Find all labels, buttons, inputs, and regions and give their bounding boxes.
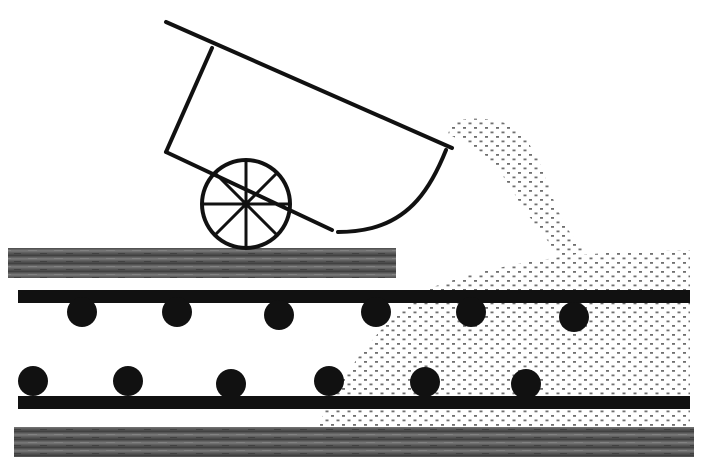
- falling-fill-stream: [448, 118, 585, 258]
- wheel-icon: [200, 158, 292, 250]
- lower-beam: [18, 396, 690, 409]
- upper-beam: [18, 290, 690, 303]
- wheelbarrow-icon: [164, 20, 454, 250]
- bolt: [456, 297, 486, 327]
- bolt: [113, 366, 143, 396]
- bolt: [264, 300, 294, 330]
- bolt: [361, 297, 391, 327]
- cart-bucket-front: [336, 148, 448, 234]
- bolt: [511, 369, 541, 399]
- cart-floor: [164, 150, 334, 232]
- cart-handle: [164, 20, 454, 150]
- upper-bolt-row: [67, 297, 589, 332]
- bolt: [162, 297, 192, 327]
- bolt: [314, 366, 344, 396]
- bolt: [67, 297, 97, 327]
- lower-bolt-row: [18, 366, 541, 399]
- bolt: [559, 302, 589, 332]
- top-slab: [8, 248, 396, 278]
- bolt: [216, 369, 246, 399]
- bolt: [410, 367, 440, 397]
- bottom-slab: [14, 427, 694, 457]
- bolt: [18, 366, 48, 396]
- cart-rear-post: [164, 46, 214, 154]
